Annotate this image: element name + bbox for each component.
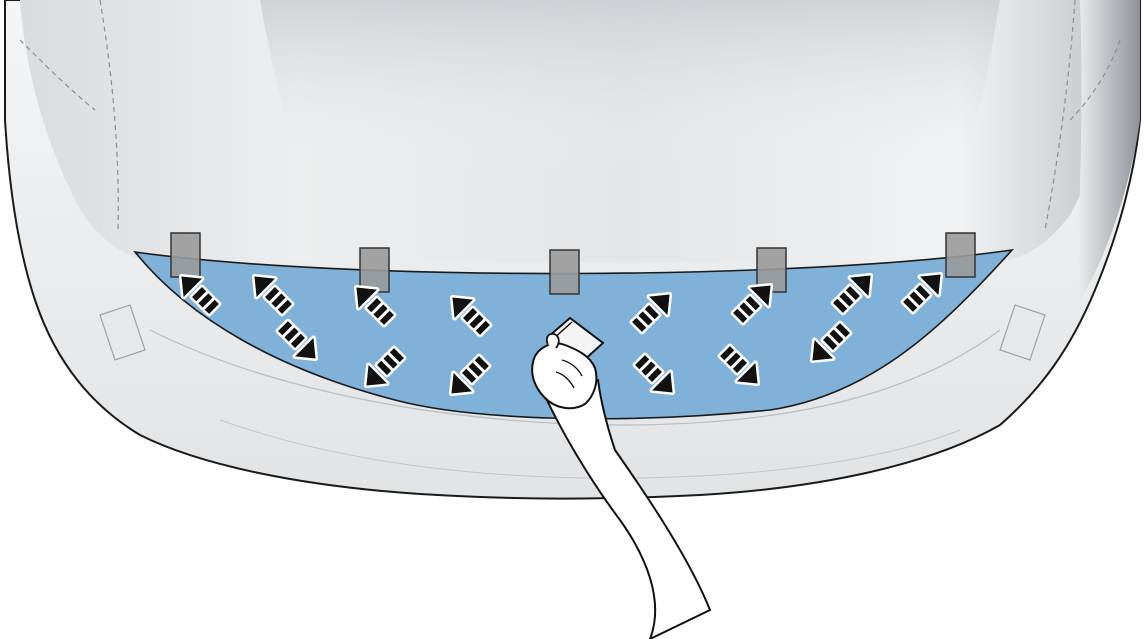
tape-right-outer (945, 232, 976, 278)
bumper-lower-line (219, 419, 961, 479)
tape-center (549, 249, 580, 295)
hood-top-shade (260, 0, 1000, 170)
arrow-down-right-11 (717, 343, 761, 387)
hand-with-squeegee (531, 316, 712, 639)
arrow-up-left-2 (251, 273, 295, 317)
thumb (545, 332, 560, 349)
tape-left-inner (359, 247, 390, 293)
arrow-down-left-13 (809, 320, 853, 364)
smoothing-arrows (178, 271, 944, 397)
arrow-up-right-8 (629, 291, 673, 335)
arrow-down-left-5 (363, 345, 407, 389)
right-fender-shade (1078, 0, 1140, 300)
arrow-up-left-4 (353, 284, 397, 328)
arrow-up-right-12 (830, 272, 874, 316)
arrow-down-left-7 (448, 353, 492, 397)
tape-strips (170, 232, 976, 295)
arrow-up-right-14 (900, 271, 944, 315)
bumper-crease-line (149, 329, 1001, 426)
right-seam-line (1044, 0, 1121, 231)
arrow-up-left-6 (449, 294, 493, 338)
arrow-down-right-3 (275, 318, 319, 362)
tape-left-outer (170, 232, 201, 278)
left-seam-line (19, 0, 119, 231)
arrow-up-left-1 (178, 273, 222, 317)
finger-lines (555, 359, 583, 389)
right-fog-light (999, 304, 1046, 361)
left-fog-light (99, 304, 146, 361)
arrow-down-right-9 (632, 352, 676, 396)
forearm (538, 378, 712, 639)
arrow-up-right-10 (730, 282, 774, 326)
